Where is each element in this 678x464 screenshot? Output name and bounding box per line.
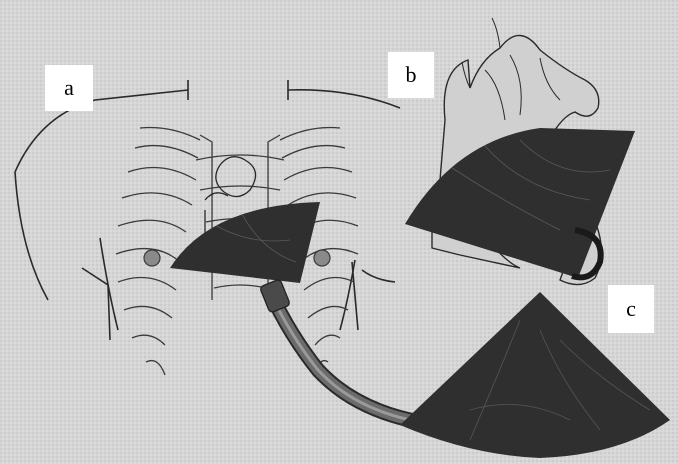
panel-label-c: c <box>608 285 654 333</box>
right-electrode <box>314 250 330 266</box>
left-electrode <box>144 250 160 266</box>
panel-label-a: a <box>45 65 93 111</box>
panel-label-b: b <box>388 52 434 98</box>
